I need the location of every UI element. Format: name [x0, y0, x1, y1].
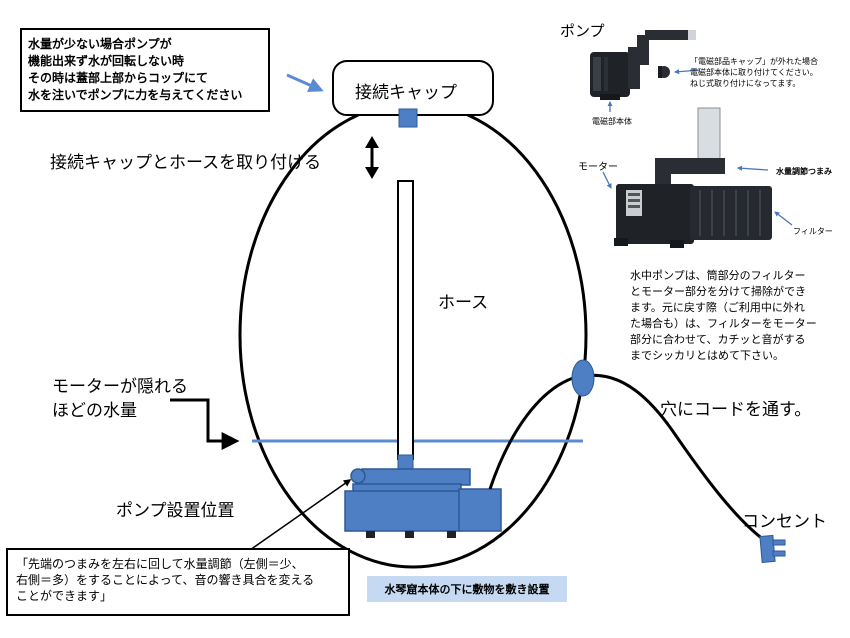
- description-line-4: た場合も）は、フィルターをモーター: [630, 317, 817, 330]
- flow-adjust-note-line-3: ことができます」: [16, 589, 113, 603]
- note-to-cap-arrow: [286, 73, 324, 93]
- description-line-6: までシッカリとはめて下さい。: [630, 349, 784, 362]
- magnet-cap-note-line-1: 「電磁部品キャップ」が外れた場合: [690, 57, 818, 66]
- hose-joint: [397, 454, 414, 471]
- low-water-note: 水量が少ない場合ポンプが 機能出来ず水が回転しない時 その時は蓋部上部からコップ…: [20, 28, 270, 112]
- note-to-knob-arrow: [249, 479, 352, 551]
- setup-caption: 水琴窟本体の下に敷物を敷き設置: [367, 576, 567, 602]
- low-water-note-line-2: 機能出来ず水が回転しない時: [28, 54, 185, 68]
- power-cord: [488, 373, 765, 542]
- pump-filter-body: [458, 488, 502, 532]
- hose-tube: [397, 180, 414, 460]
- attach-arrow-up: [365, 136, 379, 148]
- cord-hole-label: 穴にコードを通す。: [660, 400, 812, 420]
- description-line-3: ます。元に戻す際（ご利用中に外れ: [630, 301, 805, 314]
- magnet-cap-arrow: [673, 69, 701, 75]
- pump-cleaning-description: 水中ポンプは、筒部分のフィルター とモーター部分を分けて掃除ができ ます。元に戻…: [630, 268, 835, 364]
- cap-connector: [398, 108, 418, 128]
- connection-cap-label: 接続キャップ: [355, 83, 457, 103]
- attach-cap-hose-label: 接続キャップとホースを取り付ける: [50, 153, 322, 173]
- cord-hole: [571, 359, 595, 397]
- motor-arrow: [602, 171, 612, 189]
- description-line-2: とモーター部分を分けて掃除ができ: [630, 285, 806, 298]
- description-line-1: 水中ポンプは、筒部分のフィルター: [630, 269, 806, 282]
- description-line-5: 部分に合わせて、カチッと音がする: [630, 333, 806, 346]
- pump-main-body: [344, 490, 462, 532]
- flow-adjust-note: 「先端のつまみを左右に回して水量調節（左側＝少、 右側＝多）をすることによって、…: [6, 548, 350, 616]
- pump-foot-right: [447, 531, 456, 538]
- magnet-cap-note-line-2: 電磁部本体に取り付けてください。: [690, 68, 818, 77]
- plug-body: [759, 534, 776, 564]
- pump-foot-left: [366, 531, 375, 538]
- motor-label: モーター: [578, 162, 618, 173]
- water-level-arrow: [170, 398, 240, 450]
- magnet-body-label: 電磁部本体: [592, 117, 632, 126]
- outlet-label: コンセント: [742, 512, 827, 532]
- motor-hidden-label-line-1: モーターが隠れる: [52, 377, 188, 397]
- hose-label: ホース: [438, 293, 489, 313]
- low-water-note-line-1: 水量が少ない場合ポンプが: [28, 37, 172, 51]
- magnet-cap-note: 「電磁部品キャップ」が外れた場合 電磁部本体に取り付けてください。 ねじ式取り付…: [690, 56, 818, 89]
- pump-photo-top: [590, 30, 696, 100]
- flow-knob-arrow: [736, 165, 769, 171]
- motor-hidden-label-line-2: ほどの水量: [52, 401, 137, 421]
- pump-position-label: ポンプ設置位置: [116, 501, 235, 521]
- flow-adjust-note-line-2: 右側＝多）をすることによって、音の響き具合を変える: [16, 573, 315, 587]
- flow-adjust-note-line-1: 「先端のつまみを左右に回して水量調節（左側＝少、: [16, 557, 304, 571]
- pump-title-label: ポンプ: [560, 22, 605, 40]
- pump-outlet-bar: [361, 468, 471, 486]
- low-water-note-line-4: 水を注いでポンプに力を与えてください: [28, 88, 243, 102]
- magnet-cap-note-line-3: ねじ式取り付けになってます。: [690, 79, 801, 88]
- pump-photo-bottom: [614, 107, 772, 248]
- pump-knob: [350, 468, 366, 484]
- low-water-note-line-3: その時は蓋部上部からコップにて: [28, 71, 209, 85]
- filter-arrow: [774, 211, 793, 226]
- filter-label: フィルター: [793, 227, 833, 236]
- flow-knob-label: 水量調節つまみ: [776, 167, 832, 176]
- plug-prong-bottom: [772, 550, 786, 557]
- plug-prong-top: [772, 539, 786, 546]
- attach-arrow-down: [365, 167, 379, 179]
- pump-foot-mid: [405, 531, 414, 538]
